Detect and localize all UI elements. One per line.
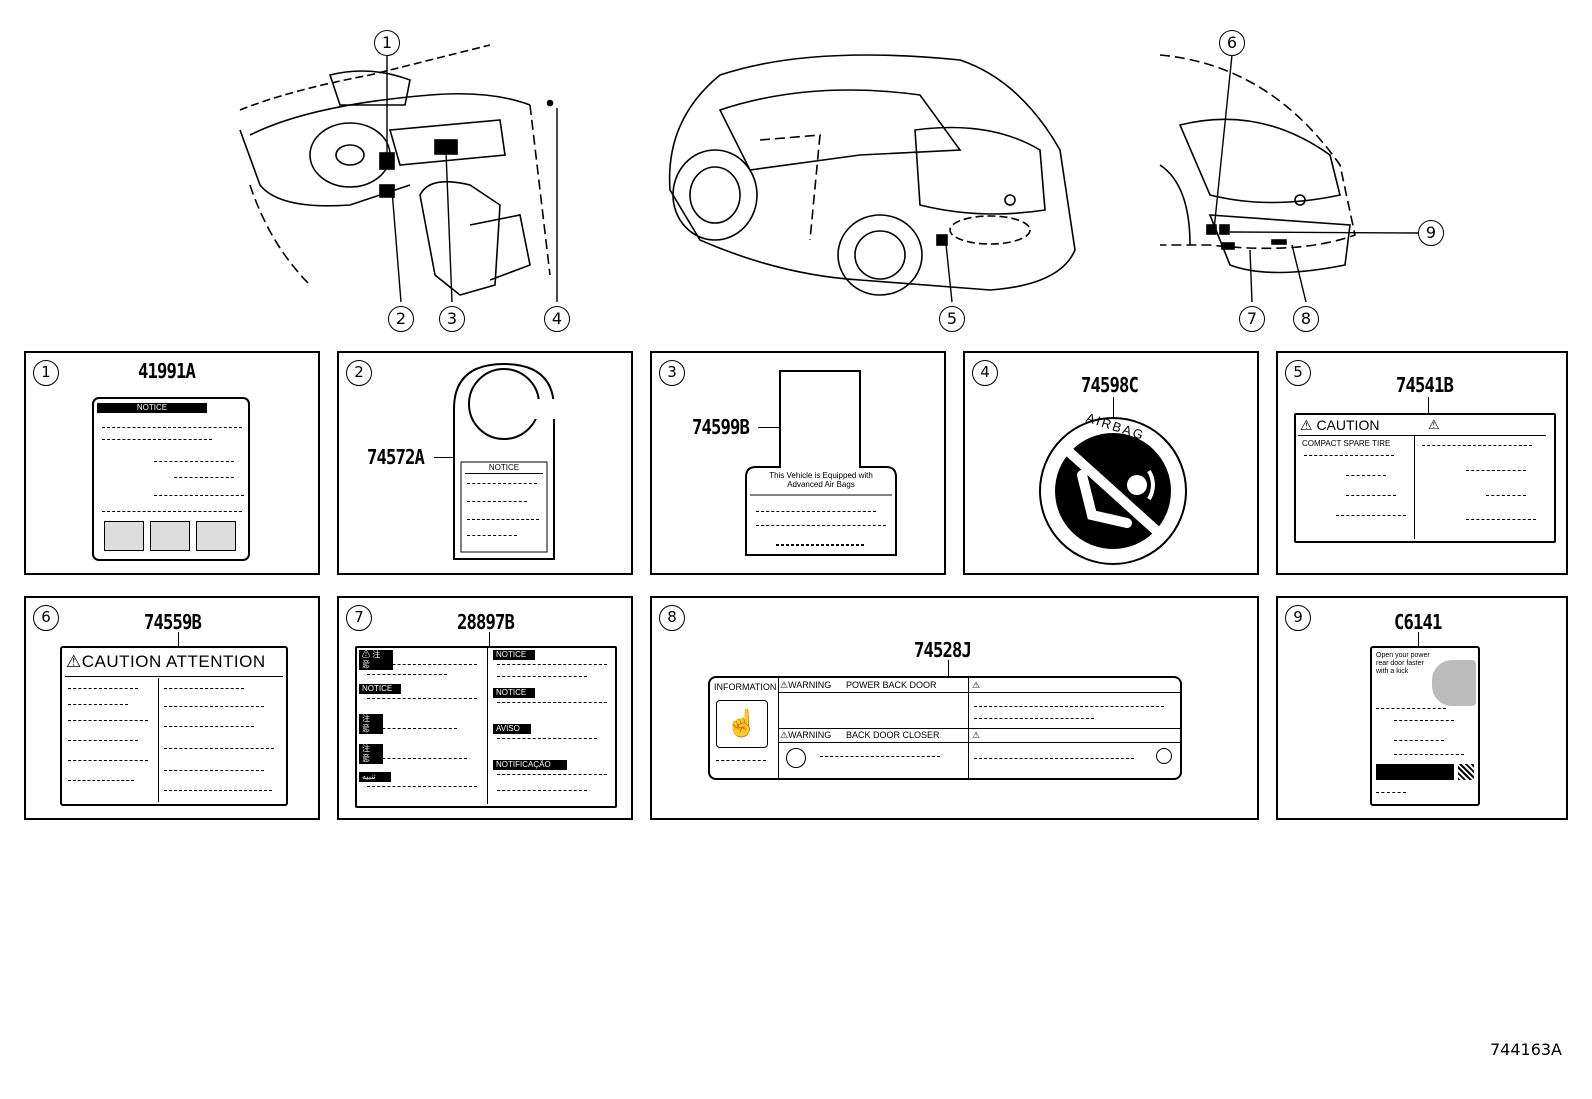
panel-number: 2 — [346, 360, 372, 386]
warning-power-label: ⚠WARNING — [780, 680, 832, 690]
caution-attention-header: ⚠CAUTION ATTENTION — [66, 652, 266, 671]
panel-number: 3 — [659, 360, 685, 386]
multi-header-2: NOTICE — [493, 650, 535, 660]
power-back-door-title: POWER BACK DOOR — [846, 680, 937, 690]
notice-header: NOTICE — [465, 463, 543, 474]
qr-code-icon — [1458, 764, 1474, 780]
panel-number: 5 — [1285, 360, 1311, 386]
panel-number: 4 — [972, 360, 998, 386]
panel-number: 7 — [346, 605, 372, 631]
dark-band — [1376, 764, 1454, 780]
airbag-tag-text: This Vehicle is Equipped with Advanced A… — [769, 471, 873, 489]
part-number: 28897B — [457, 610, 515, 634]
compact-spare-text: COMPACT SPARE TIRE — [1302, 439, 1391, 448]
multilingual-notice-label: ⚠ 注 意 NOTICE 注 意 注 意 تنبيه NOTICE NOTICE… — [355, 646, 617, 808]
hang-tag-label — [453, 362, 559, 560]
multi-header-8: AVISO — [493, 724, 531, 734]
panel-4: 4 74598C AIRBAG — [963, 351, 1259, 575]
callout-7: 7 — [1239, 306, 1265, 332]
callout-8: 8 — [1293, 306, 1319, 332]
kick-sensor-label: Open your power rear door faster with a … — [1370, 646, 1480, 806]
caution-icon: ⚠ — [1428, 417, 1440, 432]
panel-number: 6 — [33, 605, 59, 631]
multi-header-5: تنبيه — [359, 772, 391, 782]
spare-tire-caution-label: ⚠ CAUTION ⚠ COMPACT SPARE TIRE — [1294, 413, 1556, 543]
multi-header-4: 注 意 — [359, 744, 383, 764]
callout-2: 2 — [388, 306, 414, 332]
callout-3: 3 — [439, 306, 465, 332]
information-title: INFORMATION — [714, 682, 777, 692]
power-back-door-warning-label: INFORMATION ☝ ⚠WARNING POWER BACK DOOR ⚠… — [708, 676, 1182, 780]
warning-closer-label: ⚠WARNING — [780, 730, 832, 740]
rear-bumper-detail-illustration — [1159, 54, 1356, 274]
panel-8: 8 74528J INFORMATION ☝ ⚠WARNING POWER BA… — [650, 596, 1259, 820]
caution-header: ⚠ CAUTION — [1300, 417, 1380, 433]
part-number: 74598C — [1081, 373, 1139, 397]
caution-attention-label: ⚠CAUTION ATTENTION — [60, 646, 288, 806]
kick-text: Open your power rear door faster with a … — [1376, 652, 1430, 675]
panel-7: 7 28897B ⚠ 注 意 NOTICE 注 意 注 意 تنبيه NOTI… — [337, 596, 633, 820]
airbag-sticker-circle — [1039, 417, 1187, 565]
callout-1: 1 — [374, 30, 400, 56]
multi-header-3: 注 意 — [359, 714, 383, 734]
panel-5: 5 74541B ⚠ CAUTION ⚠ COMPACT SPARE TIRE — [1276, 351, 1568, 575]
back-door-closer-title: BACK DOOR CLOSER — [846, 730, 940, 740]
multi-header-9: NOTIFICAÇÃO — [493, 760, 567, 770]
part-number: 74559B — [144, 610, 202, 634]
multi-header-1: ⚠ 注 意 — [359, 650, 393, 670]
part-number: 74599B — [692, 415, 750, 439]
multi-header-6: NOTICE — [359, 684, 401, 694]
airbag-warning-tag — [745, 370, 897, 556]
callout-6: 6 — [1219, 30, 1245, 56]
callout-9: 9 — [1418, 220, 1444, 246]
notice-header: NOTICE — [97, 403, 207, 413]
panel-6: 6 74559B ⚠CAUTION ATTENTION — [24, 596, 320, 820]
panel-number: 9 — [1285, 605, 1311, 631]
hand-press-icon: ☝ — [716, 700, 768, 748]
panel-number: 1 — [33, 360, 59, 386]
panel-number: 8 — [659, 605, 685, 631]
part-number: 74528J — [914, 638, 972, 662]
panel-3: 3 74599B This Vehicle is Equipped with A… — [650, 351, 946, 575]
callout-leader-lines — [386, 54, 1419, 303]
dashboard-interior-illustration — [239, 44, 554, 296]
part-number: 41991A — [138, 359, 196, 383]
panel-1: 1 41991A NOTICE — [24, 351, 320, 575]
no-hand-icon — [786, 748, 806, 768]
panel-9: 9 C6141 Open your power rear door faster… — [1276, 596, 1568, 820]
callout-5: 5 — [939, 306, 965, 332]
warning-icon-right-2: ⚠ — [972, 730, 981, 740]
panel-2: 2 74572A NOTICE — [337, 351, 633, 575]
suv-rear-illustration — [668, 54, 1076, 296]
callout-4: 4 — [544, 306, 570, 332]
part-number: 74541B — [1396, 373, 1454, 397]
part-number: 74572A — [367, 445, 425, 469]
foot-kick-icon — [1432, 660, 1476, 706]
multi-header-7: NOTICE — [493, 688, 535, 698]
notice-label: NOTICE — [92, 397, 250, 561]
part-number: C6141 — [1394, 610, 1442, 634]
diagram-id: 744163A — [1489, 1040, 1562, 1059]
info-circle-icon — [1156, 748, 1172, 764]
warning-icon-right-1: ⚠ — [972, 680, 981, 690]
